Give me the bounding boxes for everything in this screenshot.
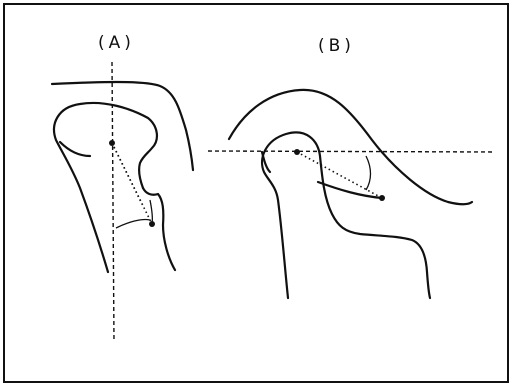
panel-b-dotted-line	[296, 151, 383, 199]
panel-a-label: (A)	[98, 33, 135, 53]
panel-a-upper-contour	[50, 80, 195, 172]
panel-b-posterior-contour	[316, 180, 384, 200]
panel-b-condyle-contour	[260, 131, 432, 300]
panel-a-center-point	[109, 140, 115, 146]
panel-b-inner-contour	[260, 150, 272, 174]
figure-border	[3, 3, 509, 383]
panel-b-angle-arc	[365, 155, 372, 191]
panel-b-label: (B)	[318, 36, 355, 56]
panel-a-dotted-line-2	[111, 142, 143, 205]
panel-b-horizontal-axis	[207, 150, 494, 153]
panel-a-posterior-contour	[141, 186, 177, 272]
panel-a-condyle-contour	[53, 101, 158, 274]
panel-a-end-point	[149, 221, 155, 227]
panel-b-upper-contour	[227, 88, 474, 206]
panel-a-vertical-axis	[111, 61, 115, 343]
panel-a-small-loop	[58, 140, 92, 158]
panel-b-drawing	[207, 88, 494, 300]
panel-a-angle-arc	[115, 218, 151, 229]
panel-a-drawing	[50, 61, 195, 343]
panel-b-end-point	[379, 195, 385, 201]
panel-b-center-point	[294, 149, 300, 155]
